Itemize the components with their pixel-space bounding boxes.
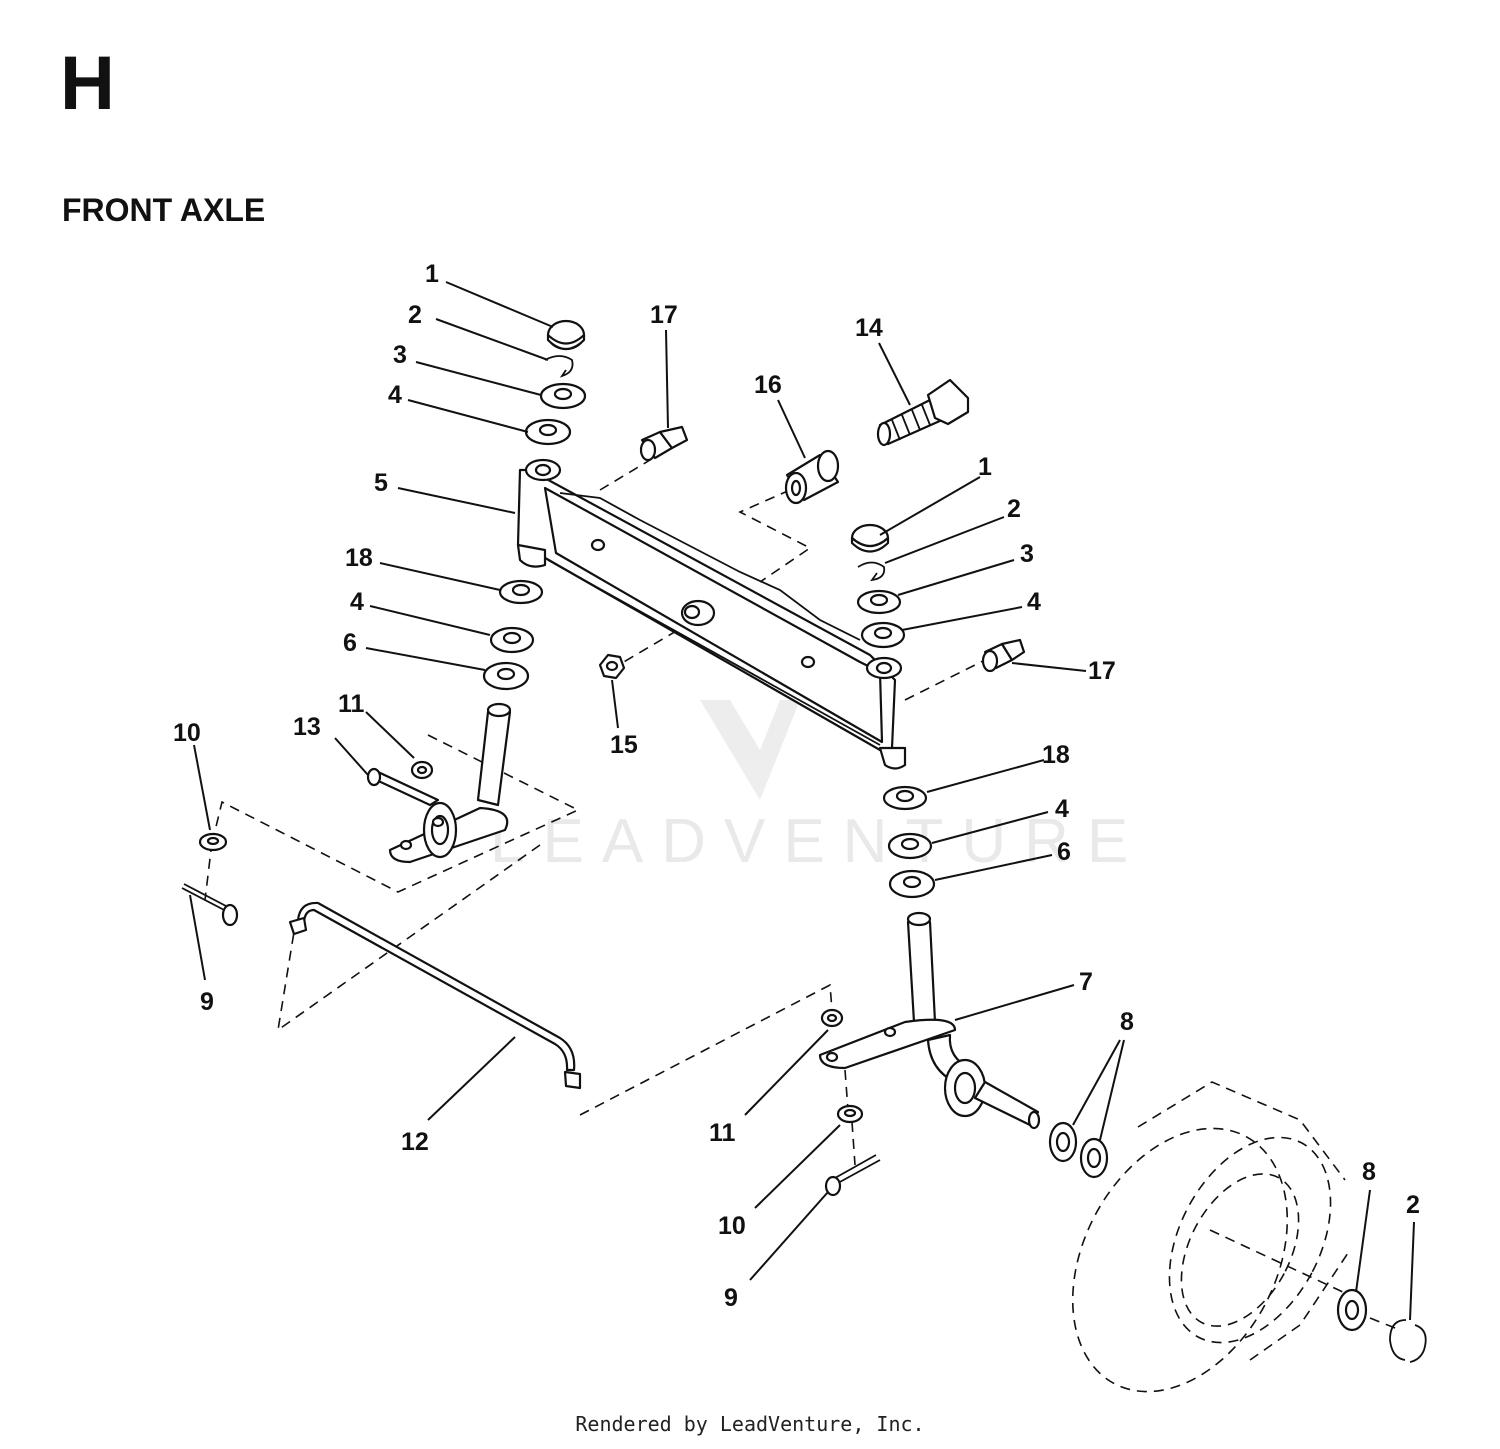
- wheel-washer-and-clip: [1336, 1288, 1427, 1363]
- callout-label: 5: [374, 469, 388, 497]
- callout-label: 14: [855, 314, 883, 342]
- callout-label: 8: [1362, 1158, 1376, 1186]
- callout-label: 2: [1406, 1191, 1420, 1219]
- left-spindle: [366, 702, 512, 864]
- nut: [598, 653, 626, 680]
- right-lower-washers: [882, 785, 936, 899]
- callout-label: 10: [173, 719, 201, 747]
- grease-fitting-left: [639, 425, 689, 462]
- callout-label: 17: [650, 301, 678, 329]
- assembly-guide-lines: [204, 459, 1401, 1331]
- callout-label: 13: [293, 713, 321, 741]
- callout-label: 4: [1027, 588, 1041, 616]
- callout-label: 15: [610, 731, 638, 759]
- callout-label: 16: [754, 371, 782, 399]
- callout-label: 6: [1057, 838, 1071, 866]
- tie-rod: [288, 901, 582, 1090]
- callout-label: 18: [1042, 741, 1070, 769]
- callout-label: 8: [1120, 1008, 1134, 1036]
- callout-label: 6: [343, 629, 357, 657]
- callout-label: 1: [425, 260, 439, 288]
- right-flange-bushing: [820, 1008, 844, 1028]
- callout-label: 4: [350, 588, 364, 616]
- callout-label: 17: [1088, 657, 1116, 685]
- left-spindle-hardware: [482, 319, 587, 691]
- callout-label: 2: [1007, 495, 1021, 523]
- callout-label: 4: [388, 381, 402, 409]
- callout-labels: 1 2 3 4 5 18 4 6 11 13 10 9 17 16 14 1 2…: [173, 260, 1420, 1312]
- callout-label: 2: [408, 301, 422, 329]
- callout-label: 1: [978, 453, 992, 481]
- right-spindle-hardware: [850, 523, 906, 649]
- section-letter: H: [60, 41, 115, 126]
- callout-label: 9: [200, 988, 214, 1016]
- left-washer-and-pin: [181, 832, 239, 927]
- grease-fitting-right: [981, 638, 1026, 673]
- right-washer-and-pin: [824, 1104, 881, 1197]
- bolt: [876, 378, 970, 447]
- leader-lines: [189, 281, 1415, 1321]
- axle-washers: [1048, 1121, 1109, 1179]
- callout-label: 9: [724, 1284, 738, 1312]
- callout-label: 11: [338, 690, 365, 718]
- callout-label: 12: [401, 1128, 429, 1156]
- callout-label: 4: [1055, 795, 1069, 823]
- spacer: [784, 449, 840, 505]
- wheel: [1071, 1081, 1351, 1393]
- callout-label: 10: [718, 1212, 746, 1240]
- watermark-text: LEADVENTURE: [490, 807, 1146, 876]
- section-title: FRONT AXLE: [62, 192, 266, 228]
- axle-beam: [516, 458, 907, 770]
- callout-label: 3: [393, 341, 407, 369]
- callout-label: 11: [709, 1119, 736, 1147]
- footer-credit: Rendered by LeadVenture, Inc.: [575, 1412, 925, 1436]
- callout-label: 18: [345, 544, 373, 572]
- callout-label: 7: [1079, 968, 1093, 996]
- right-spindle: [818, 911, 1041, 1130]
- callout-label: 3: [1020, 540, 1034, 568]
